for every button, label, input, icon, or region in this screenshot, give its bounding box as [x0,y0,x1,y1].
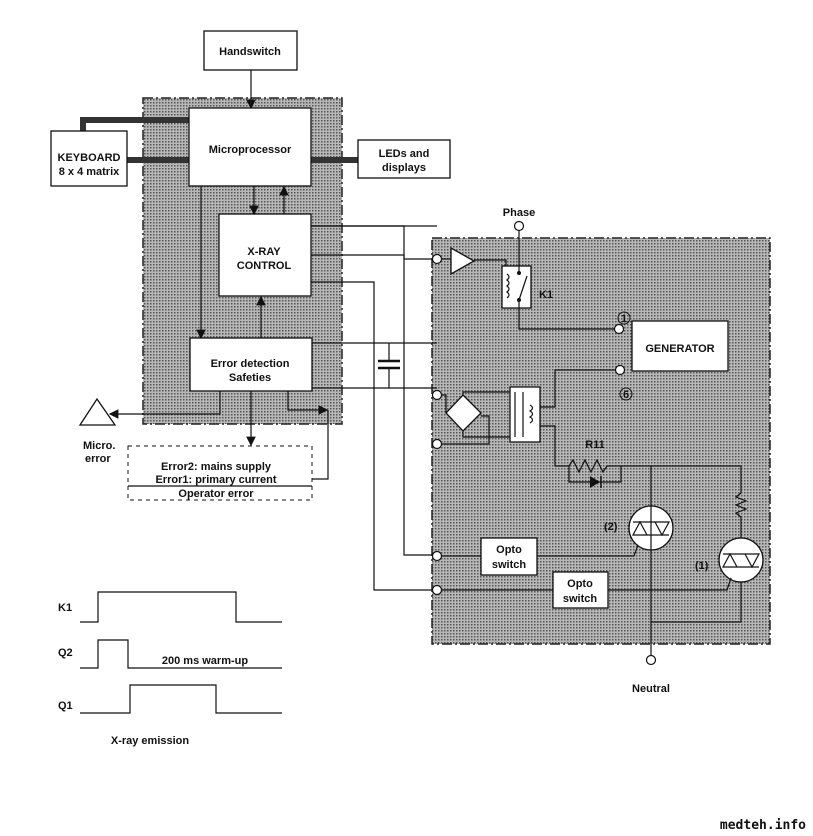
wire-transformer-secondary [540,369,615,467]
neutral-label: Neutral [632,683,670,695]
emission-label: X-ray emission [111,735,190,747]
q1-waveform [80,684,282,714]
triac-2-label: (2) [604,521,618,533]
timing-q2-label: Q2 [58,647,73,659]
wire-opto-gates [441,544,732,591]
terminal-6-label: 6 [623,389,629,401]
error-detection-label: Error detection [211,358,290,370]
terminal-opto2 [431,584,443,596]
error-list: Error2: mains supply Error1: primary cur… [127,445,313,501]
relay-k1-label: K1 [539,289,553,301]
handswitch-label: Handswitch [219,46,281,58]
micro-error-indicator-icon [78,397,117,426]
error-detection-block: Error detection Safeties [189,337,313,392]
resistor-r11-icon [568,458,742,493]
phase-label: Phase [503,207,535,219]
leds-block: LEDs and displays [357,139,451,179]
triac-1-label: (1) [695,560,709,572]
keyboard-bus [80,117,189,131]
terminal-1-marker [617,311,631,325]
arrow-to-micro-error [108,391,221,419]
k1-waveform [80,591,282,623]
opto-switch-2-sublabel: switch [563,593,598,605]
xray-control-block: X-RAY CONTROL [218,213,312,297]
wire-triacs-neutral [650,466,742,655]
micro-error-label: Micro. [83,440,115,452]
terminal-opto1 [431,550,443,562]
opto-switch-1-label: Opto [496,544,522,556]
wire-opto2 [311,281,437,591]
terminal-6-marker [619,387,633,401]
generator-label: GENERATOR [645,343,714,355]
wire-amp-relay [441,258,507,268]
keyboard-block: KEYBOARD 8 x 4 matrix [50,130,128,187]
q2-waveform [80,639,282,669]
timing-q1-label: Q1 [58,700,73,712]
r11-label: R11 [585,439,605,451]
transformer-icon [509,386,541,443]
phase-terminal [513,220,525,232]
wire-relay-generator [518,300,619,330]
generator-terminal-1 [613,323,625,335]
capacitor-icon [378,343,400,388]
triac-1-icon [718,537,764,583]
keyboard-sublabel: 8 x 4 matrix [59,166,120,178]
neutral-terminal [645,654,657,666]
timing-diagram: K1 Q2 200 ms warm-up Q1 X-ray emission [58,591,282,747]
wire-amp-join [311,225,432,260]
terminal-1-label: 1 [621,313,627,325]
error-detection-sublabel: Safeties [229,372,271,384]
terminal-bridge-top [431,389,443,401]
error2-label: Error2: mains supply [161,461,272,473]
error1-label: Error1: primary current [155,474,276,486]
microprocessor-block: Microprocessor [188,107,312,187]
warmup-label: 200 ms warm-up [162,655,248,667]
resistor-gate-icon [734,492,748,538]
wire-opto1 [311,254,437,556]
operator-error-label: Operator error [178,488,254,500]
micro-error-sublabel: error [85,453,111,465]
error-feedback-line [312,410,329,480]
opto-switch-2-label: Opto [567,578,593,590]
terminal-input-amp [431,253,443,265]
opto-switch-1: Opto switch [480,537,538,576]
microprocessor-label: Microprocessor [209,144,292,156]
opto-switch-2: Opto switch [552,571,609,609]
opto-switch-1-sublabel: switch [492,559,527,571]
arrow-operator-error [287,391,329,415]
generator-terminal-6 [614,364,626,376]
generator-block: GENERATOR [631,320,729,372]
leds-sublabel: displays [382,162,426,174]
relay-k1-icon [501,231,532,309]
xray-control-label: X-RAY [247,246,281,258]
timing-k1-label: K1 [58,602,72,614]
xray-control-sublabel: CONTROL [237,260,292,272]
handswitch-block: Handswitch [203,30,298,71]
keyboard-label: KEYBOARD [58,152,121,164]
wire-bridge-transformer [441,391,512,445]
leds-label: LEDs and [379,148,430,160]
amplifier-icon [450,246,476,276]
terminal-bridge-bottom [431,438,443,450]
diode-icon [590,476,600,488]
watermark: medteh.info [720,818,806,833]
